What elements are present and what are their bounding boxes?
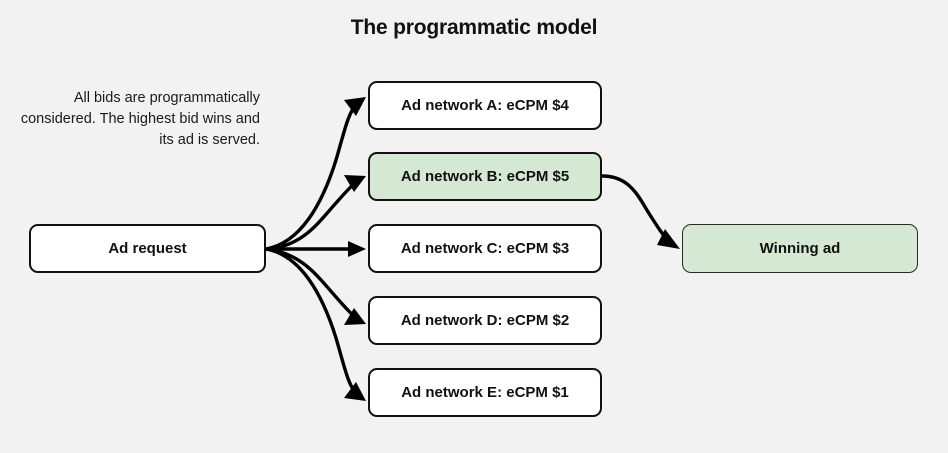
node-ad-network-d[interactable]: Ad network D: eCPM $2	[368, 296, 602, 345]
edge-network-b-to-winner	[601, 174, 680, 249]
node-ad-network-d-label: Ad network D: eCPM $2	[400, 312, 570, 329]
node-ad-request[interactable]: Ad request	[29, 224, 266, 273]
edge-request-to-network-d	[265, 247, 366, 325]
page-title: The programmatic model	[350, 16, 598, 39]
node-ad-network-b[interactable]: Ad network B: eCPM $5	[368, 152, 602, 201]
node-ad-request-label: Ad request	[108, 240, 187, 257]
node-ad-network-a[interactable]: Ad network A: eCPM $4	[368, 81, 602, 130]
node-ad-network-e-label: Ad network E: eCPM $1	[401, 384, 569, 401]
edge-request-to-network-c	[266, 241, 366, 257]
node-ad-network-a-label: Ad network A: eCPM $4	[401, 97, 569, 114]
node-winning-ad-label: Winning ad	[759, 240, 841, 257]
node-ad-network-c[interactable]: Ad network C: eCPM $3	[368, 224, 602, 273]
node-ad-network-c-label: Ad network C: eCPM $3	[400, 240, 570, 257]
edge-request-to-network-a	[265, 97, 366, 251]
edge-request-to-network-b	[265, 175, 366, 251]
node-ad-network-e[interactable]: Ad network E: eCPM $1	[368, 368, 602, 417]
node-winning-ad[interactable]: Winning ad	[682, 224, 918, 273]
edge-request-to-network-e	[265, 247, 366, 401]
node-ad-network-b-label: Ad network B: eCPM $5	[400, 168, 570, 185]
description-text: All bids are programmatically considered…	[20, 90, 260, 148]
